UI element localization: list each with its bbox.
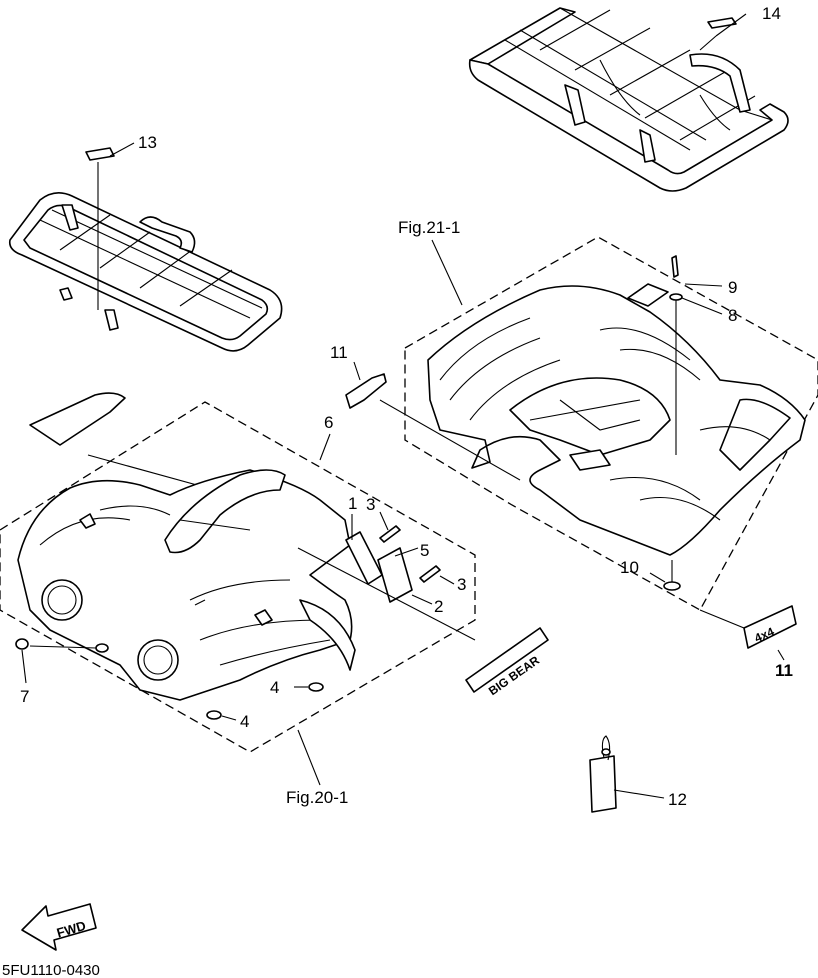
rear-fender-group-outline (404, 236, 818, 611)
callout-10: 10 (620, 558, 639, 577)
rear-carrier (468, 7, 789, 192)
callout-8: 8 (728, 306, 737, 325)
callout-6: 6 (324, 413, 333, 432)
callout-11-upper: 11 (330, 343, 348, 362)
front-fender-group-outline (0, 401, 476, 753)
callout-14: 14 (762, 4, 781, 23)
grommet-10 (663, 581, 681, 591)
badge-4x4: 4x4 (743, 605, 797, 649)
callout-13: 13 (138, 133, 157, 152)
callout-5: 5 (420, 541, 429, 560)
washer-8 (669, 293, 683, 301)
bolt-3-lower (419, 565, 441, 583)
emblem-big-bear: BIG BEAR (465, 627, 549, 698)
callout-4-lower: 4 (240, 712, 249, 731)
callout-2: 2 (434, 597, 443, 616)
cap-7 (15, 638, 29, 650)
bolt-3-upper (379, 525, 401, 543)
grommet-4-upper (308, 682, 324, 692)
grommet-4-lower (206, 710, 222, 720)
front-carrier-label (85, 147, 115, 161)
callout-12: 12 (668, 790, 687, 809)
fig-ref-21-1: Fig.21-1 (398, 218, 460, 237)
emblem-11-upper (345, 373, 387, 409)
plate-5 (377, 547, 413, 603)
callout-7: 7 (20, 687, 29, 706)
callout-1: 1 (348, 494, 357, 513)
callout-9: 9 (728, 278, 737, 297)
mudflap-cover (29, 392, 126, 446)
rear-fender (427, 283, 806, 556)
rivet-9 (671, 255, 679, 278)
callout-3-upper: 3 (366, 495, 375, 514)
callout-3-lower: 3 (457, 575, 466, 594)
drawing-code: 5FU1110-0430 (2, 962, 100, 978)
callout-4-upper: 4 (270, 678, 279, 697)
cap-7-mount (95, 643, 109, 653)
fig-ref-20-1: Fig.20-1 (286, 788, 348, 807)
fwd-arrow-icon: FWD (21, 903, 97, 951)
tag-12 (589, 735, 617, 813)
front-carrier (8, 192, 283, 352)
callout-11-lower: 11 (775, 661, 793, 680)
front-fender (17, 469, 356, 701)
rear-carrier-label (707, 17, 737, 29)
